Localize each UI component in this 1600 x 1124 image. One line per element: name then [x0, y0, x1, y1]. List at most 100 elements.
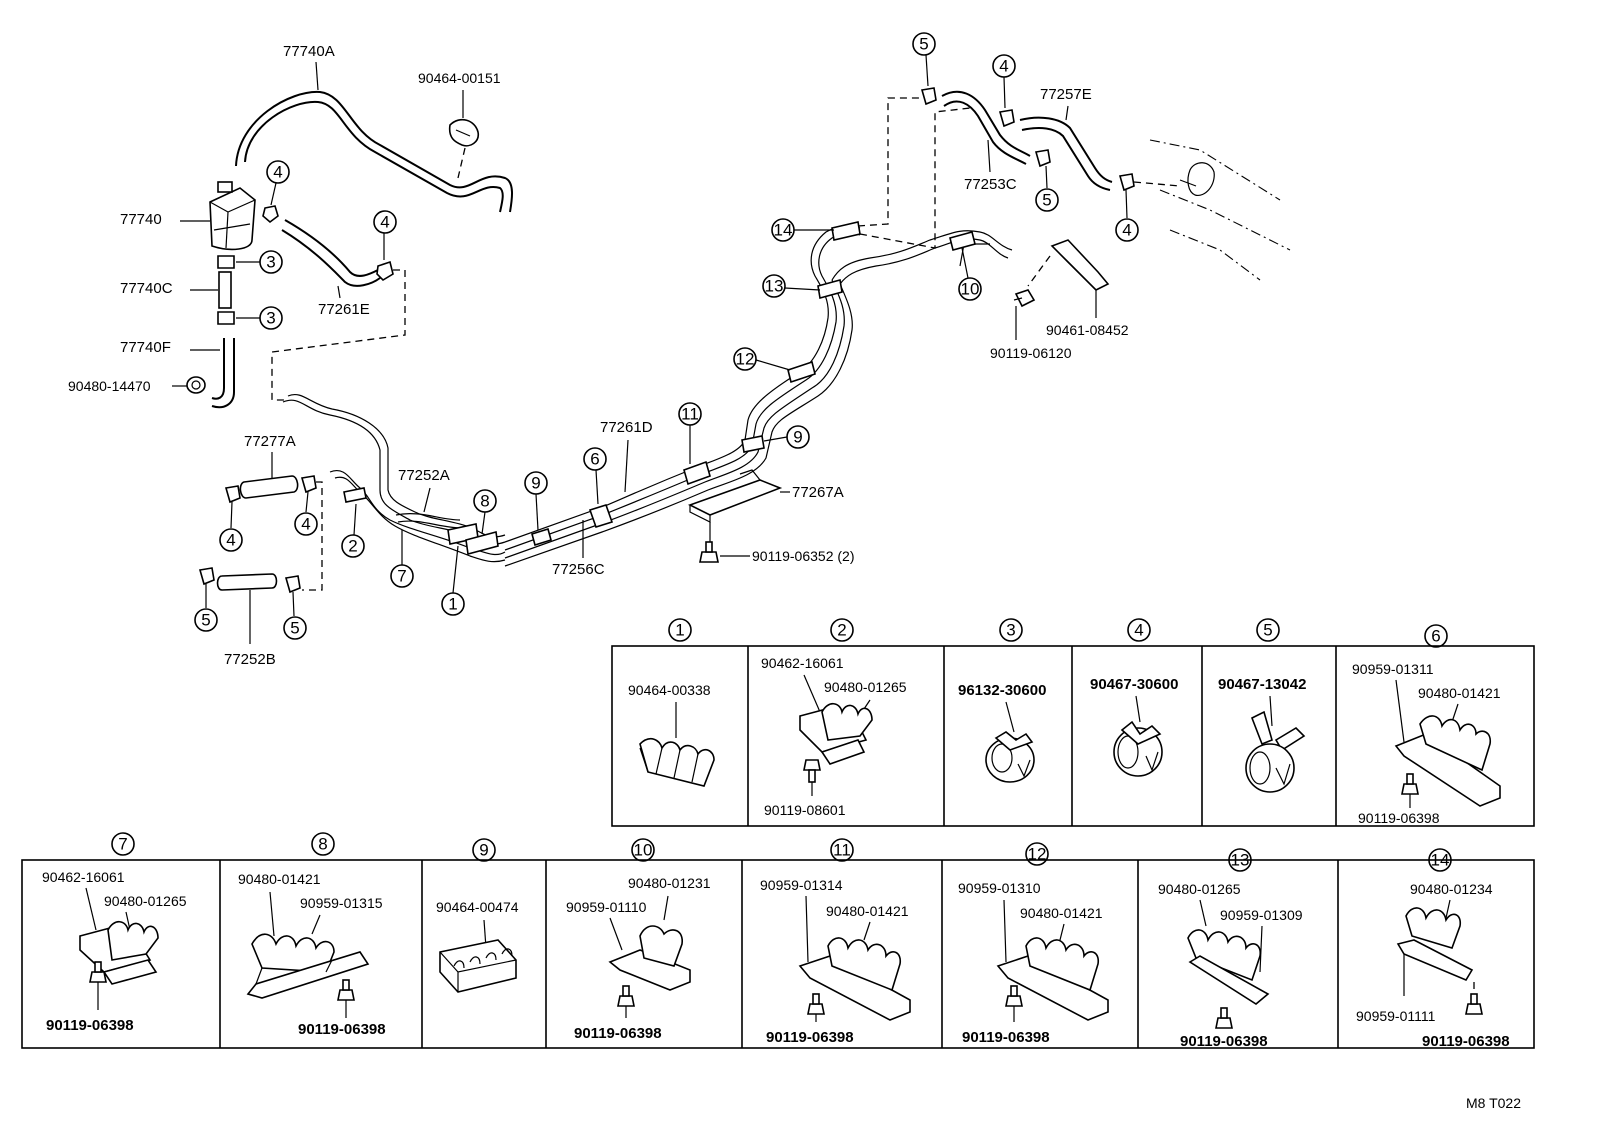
svg-text:90959-01314: 90959-01314 [760, 877, 843, 893]
svg-text:90464-00474: 90464-00474 [436, 899, 519, 915]
callout-5-top: 5 [912, 32, 936, 56]
callout-6-main: 6 [583, 447, 607, 471]
clamp-12-on-pipe [787, 360, 816, 384]
callout-9-main-b: 9 [786, 425, 810, 449]
callout-4-right-top: 4 [1115, 218, 1139, 242]
clip-4f [1118, 173, 1135, 192]
label-77261E: 77261E [318, 301, 370, 318]
svg-text:90467-13042: 90467-13042 [1218, 676, 1306, 693]
clamp-9b-on-pipe [741, 435, 765, 453]
svg-text:13: 13 [1231, 851, 1250, 870]
svg-text:10: 10 [961, 280, 980, 299]
legend-cell-4: 4 90467-30600 [1090, 618, 1178, 777]
svg-text:5: 5 [1042, 191, 1051, 210]
svg-text:90959-01315: 90959-01315 [300, 895, 383, 911]
label-77740C: 77740C [120, 280, 173, 297]
svg-text:90119-06398: 90119-06398 [298, 1021, 386, 1038]
callout-4-left: 4 [219, 528, 243, 552]
label-90464-00151: 90464-00151 [418, 70, 501, 86]
label-90480-14470: 90480-14470 [68, 378, 151, 394]
clamp-2-on-pipe [343, 487, 367, 503]
clip-5a [198, 567, 215, 586]
hose-77261E [281, 219, 381, 287]
svg-text:2: 2 [348, 537, 357, 556]
clamp-6-on-pipe [588, 504, 614, 528]
clamp-3a [217, 255, 235, 269]
svg-text:90959-01311: 90959-01311 [1352, 661, 1434, 677]
label-77267A: 77267A [792, 484, 844, 501]
callout-4-77261E: 4 [373, 210, 397, 234]
legend-cell-9: 9 90464-00474 [436, 838, 519, 993]
clip-5d [1034, 149, 1051, 168]
pipe-bundle-77256C [504, 225, 1013, 567]
label-77252A: 77252A [398, 467, 450, 484]
svg-text:4: 4 [999, 57, 1008, 76]
callout-9-main-a: 9 [524, 471, 548, 495]
svg-text:90959-01111: 90959-01111 [1356, 1008, 1436, 1024]
legend-cell-8: 8 90480-01421 90959-01315 90119-06398 [238, 832, 386, 1038]
bolt-90119-06352 [699, 541, 719, 563]
svg-text:14: 14 [774, 221, 793, 240]
svg-text:90480-01421: 90480-01421 [826, 903, 909, 919]
label-90119-06352: 90119-06352 (2) [752, 548, 854, 564]
legend-cell-10: 10 90480-01231 90959-01110 90119-06398 [566, 838, 711, 1042]
svg-text:11: 11 [681, 405, 699, 424]
svg-text:1: 1 [675, 621, 684, 640]
bolt-90119-06120 [1013, 289, 1036, 308]
label-90119-06120: 90119-06120 [990, 345, 1072, 361]
grommet-90480-14470 [186, 376, 206, 394]
svg-text:90480-01234: 90480-01234 [1410, 881, 1493, 897]
callout-5-left: 5 [194, 608, 218, 632]
legend-row-2 [21, 859, 1535, 1049]
clamp-14-on-pipe [831, 221, 861, 241]
svg-text:90119-08601: 90119-08601 [764, 802, 846, 818]
callout-12-main: 12 [733, 347, 757, 371]
svg-text:8: 8 [318, 835, 327, 854]
callout-3-bottom: 3 [259, 306, 283, 330]
svg-text:5: 5 [201, 611, 210, 630]
label-77257E: 77257E [1040, 86, 1092, 103]
clip-4b [376, 260, 394, 282]
tank-outline [1149, 139, 1291, 281]
reservoir-77740 [209, 181, 256, 251]
dashed-link-14 [857, 97, 920, 227]
hose-77252B [216, 573, 278, 591]
svg-text:7: 7 [118, 835, 127, 854]
svg-text:12: 12 [1028, 845, 1047, 864]
clip-4a [262, 205, 279, 224]
dashed-link-lower [302, 481, 323, 591]
legend-cell-12: 12 90959-01310 90480-01421 90119-06398 [958, 842, 1109, 1046]
svg-text:1: 1 [448, 595, 457, 614]
svg-text:10: 10 [634, 841, 653, 860]
legend-cell-11: 11 90959-01314 90480-01421 90119-06398 [760, 838, 911, 1046]
svg-text:9: 9 [479, 841, 488, 860]
callout-7-main: 7 [390, 564, 414, 588]
svg-text:90480-01421: 90480-01421 [238, 871, 321, 887]
hose-77740F [211, 338, 235, 409]
svg-text:5: 5 [290, 619, 299, 638]
svg-text:90119-06398: 90119-06398 [766, 1029, 854, 1046]
svg-text:11: 11 [833, 841, 851, 860]
hose-77277A [239, 475, 299, 499]
callout-4-top: 4 [992, 54, 1016, 78]
svg-text:90959-01310: 90959-01310 [958, 880, 1041, 896]
svg-text:7: 7 [397, 567, 406, 586]
legend-cell-5: 5 90467-13042 [1218, 618, 1306, 793]
legend-cell-7: 7 90462-16061 90480-01265 90119-06398 [42, 832, 187, 1034]
svg-text:13: 13 [765, 277, 784, 296]
callout-3-top: 3 [259, 250, 283, 274]
legend-cell-13: 13 90480-01265 90959-01309 90119-06398 [1158, 848, 1303, 1050]
callout-2-main: 2 [341, 534, 365, 558]
svg-text:5: 5 [1263, 621, 1272, 640]
hose-77740A [235, 90, 513, 213]
callout-14-main: 14 [771, 218, 795, 242]
label-77740A: 77740A [283, 43, 335, 60]
svg-text:4: 4 [380, 213, 389, 232]
label-77277A: 77277A [244, 433, 296, 450]
clamp-11-on-pipe [683, 460, 711, 486]
svg-text:90480-01265: 90480-01265 [1158, 881, 1241, 897]
svg-text:3: 3 [266, 309, 275, 328]
svg-text:90119-06398: 90119-06398 [962, 1029, 1050, 1046]
callout-4-right: 4 [294, 512, 318, 536]
